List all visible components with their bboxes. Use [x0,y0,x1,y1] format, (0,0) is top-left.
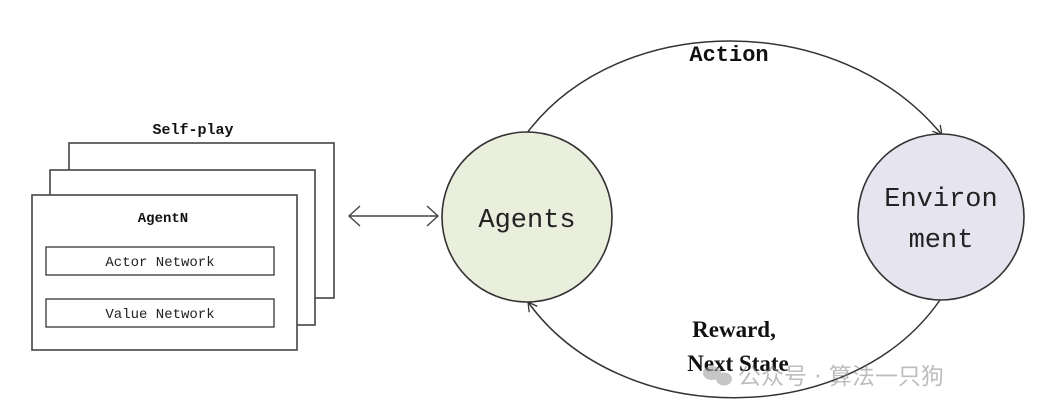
environment-label-line1: Environ [884,185,997,215]
agents-label: Agents [478,206,575,236]
self-play-label: Self-play [152,122,233,139]
agents-node [441,131,613,303]
reward-arrow [527,299,941,399]
watermark-text: 公众号 · 算法一只狗 [738,364,944,390]
action-label: Action [689,43,768,68]
reward-label-line1: Reward, [692,317,776,342]
environment-node [857,133,1025,301]
actor-network-box [45,246,275,276]
value-network-label: Value Network [105,307,214,323]
environment-label-line2: ment [909,226,974,256]
value-network-box [45,298,275,328]
watermark: 公众号 · 算法一只狗 [703,364,944,390]
action-arrow [526,40,943,137]
agent-card-title: AgentN [138,211,188,227]
bidirectional-arrow [347,205,440,227]
wechat-icon [703,366,732,386]
actor-network-label: Actor Network [105,255,214,271]
